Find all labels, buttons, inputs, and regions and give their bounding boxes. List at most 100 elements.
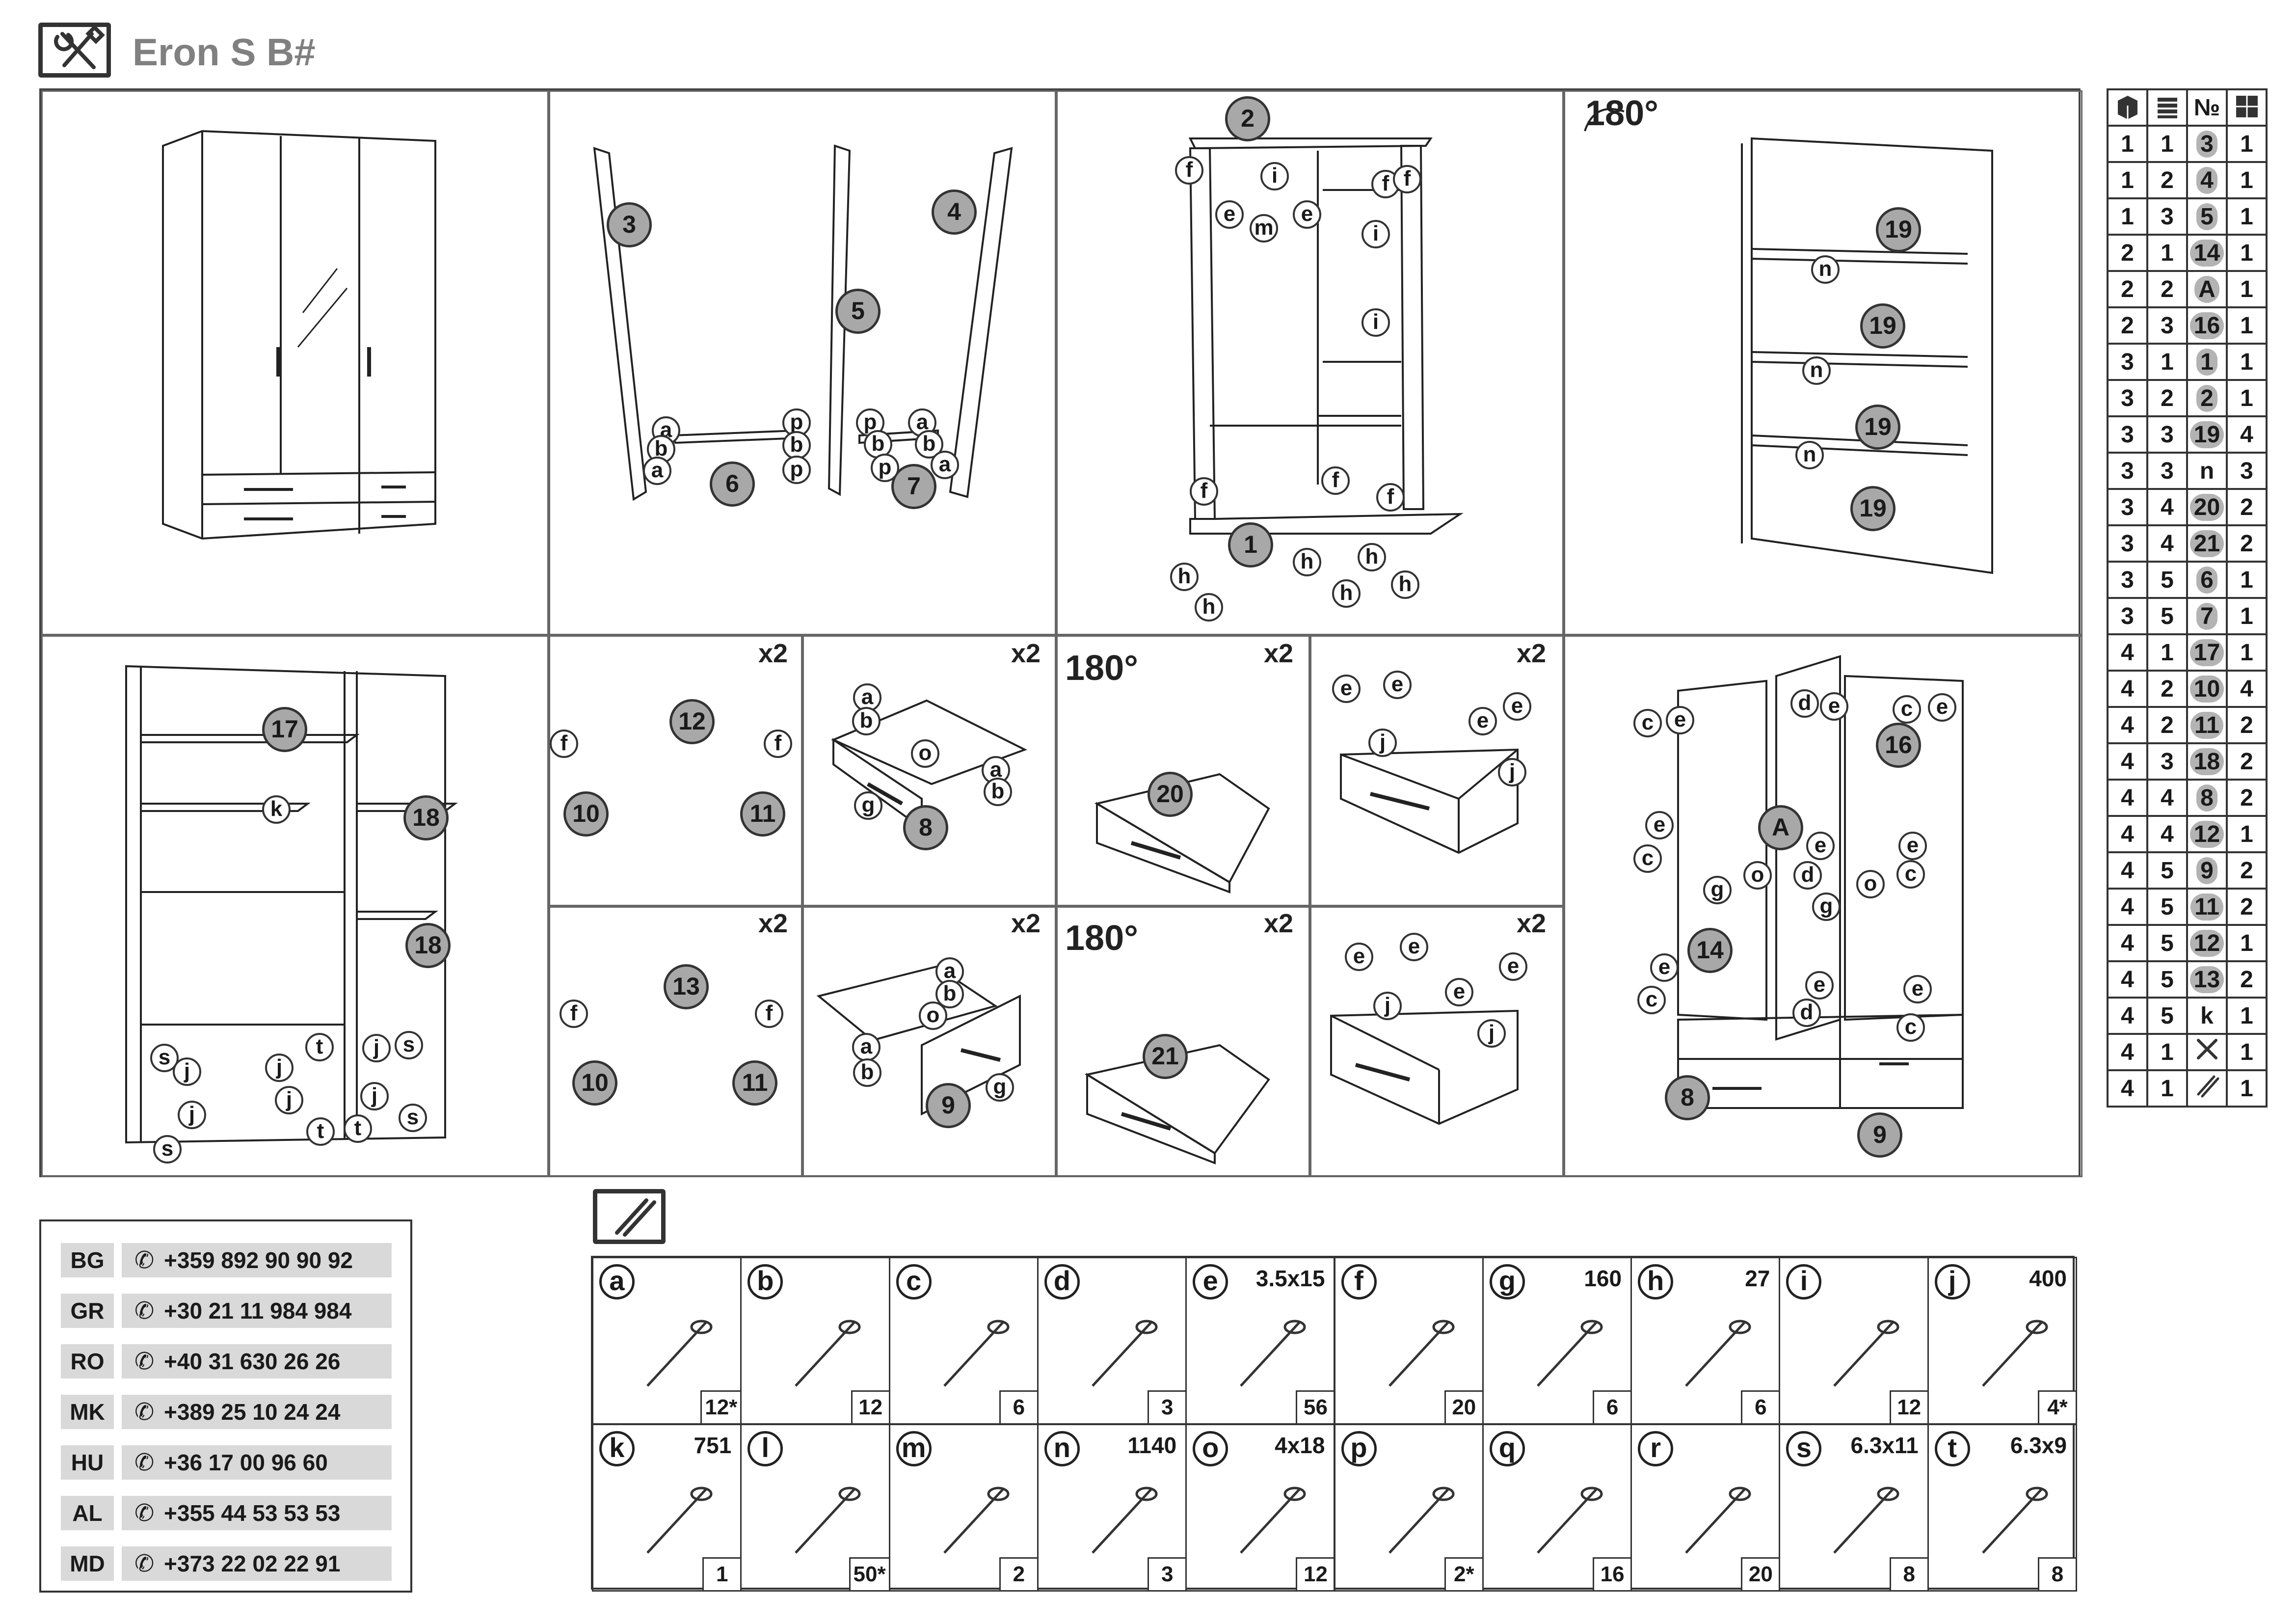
table-cell-text: A <box>2194 275 2219 303</box>
fitting-label: i <box>1260 162 1289 190</box>
fitting-label: e <box>1806 832 1835 860</box>
hardware-letter: j <box>1934 1264 1970 1299</box>
hardware-letter: i <box>1786 1264 1822 1299</box>
hardware-quantity: 16 <box>1593 1557 1632 1592</box>
hardware-size: 6.3x9 <box>2010 1433 2067 1458</box>
hardware-letter: o <box>1193 1431 1228 1466</box>
table-cell-text: 5 <box>2196 203 2217 230</box>
table-cell: 5 <box>2146 924 2188 962</box>
table-cell-text: 4 <box>2121 966 2134 993</box>
table-cell: 3 <box>2146 742 2188 781</box>
table-cell: 2 <box>2226 851 2268 890</box>
table-cell-text: 4 <box>2161 785 2174 811</box>
phone-number[interactable]: ✆+36 17 00 96 60 <box>122 1445 392 1480</box>
fitting-label: h <box>1170 563 1199 591</box>
phone-icon: ✆ <box>134 1349 155 1375</box>
fitting-label: j <box>173 1057 201 1086</box>
table-cell-text: 2 <box>2240 857 2253 884</box>
table-cell: 2 <box>2226 960 2268 999</box>
country-code: HU <box>61 1445 114 1480</box>
phone-icon: ✆ <box>134 1500 155 1526</box>
hardware-letter: s <box>1786 1431 1822 1466</box>
step-11-rail-assembly <box>549 906 802 1177</box>
table-cell-text: 21 <box>2189 530 2224 557</box>
phone-number[interactable]: ✆+30 21 11 984 984 <box>122 1294 392 1328</box>
hardware-size: 27 <box>1745 1266 1770 1291</box>
part-label: 13 <box>664 964 709 1009</box>
fitting-label: s <box>399 1104 427 1132</box>
fitting-label: d <box>1792 999 1821 1027</box>
phone-number-text: +359 892 90 90 92 <box>164 1247 353 1273</box>
country-code: MK <box>61 1395 114 1429</box>
fitting-label: j <box>1477 1019 1506 1048</box>
fitting-label: e <box>1215 200 1244 229</box>
screw-icon <box>1815 1469 1913 1568</box>
stack-icon <box>2146 88 2188 127</box>
fitting-label: d <box>1790 689 1819 718</box>
table-cell-text: 5 <box>2161 603 2174 629</box>
table-cell-text: 2 <box>2161 385 2174 411</box>
table-cell-text: 18 <box>2189 748 2224 775</box>
hardware-letter: l <box>748 1431 783 1466</box>
part-label: 19 <box>1860 303 1905 349</box>
nail-icon <box>776 1469 874 1568</box>
fitting-label: b <box>853 1058 881 1087</box>
table-cell-text: 1 <box>2240 639 2253 666</box>
fitting-label: h <box>1391 570 1419 599</box>
shelf-pin-icon <box>1815 1302 1913 1401</box>
part-label: A <box>1758 805 1803 850</box>
multiplier: x2 <box>1011 639 1041 668</box>
fitting-label: s <box>153 1135 182 1164</box>
table-cell-text: 1 <box>2121 203 2134 230</box>
table-cell: 2 <box>2146 379 2188 417</box>
table-cell: 3 <box>2146 197 2188 236</box>
table-cell: 4 <box>2107 1069 2148 1108</box>
part-label: 8 <box>903 805 948 850</box>
part-label: 11 <box>732 1060 777 1106</box>
table-cell: 1 <box>2226 1033 2268 1071</box>
part-label: 1 <box>1228 522 1273 568</box>
fitting-label: c <box>1893 695 1921 724</box>
hardware-size: 1140 <box>1127 1433 1177 1458</box>
fitting-label: s <box>395 1031 423 1059</box>
table-cell: 1 <box>2146 343 2188 381</box>
table-cell-text: 4 <box>2121 821 2134 847</box>
table-cell-text: 1 <box>2240 349 2253 375</box>
table-cell-text: 1 <box>2240 821 2253 847</box>
table-cell: 2 <box>2226 524 2268 563</box>
tools-icon <box>38 23 111 78</box>
hardware-quantity: 6 <box>999 1390 1039 1425</box>
phone-number[interactable]: ✆+373 22 02 22 91 <box>122 1546 392 1581</box>
fitting-label: f <box>764 730 792 758</box>
hardware-quantity: 8 <box>1889 1557 1929 1592</box>
part-number: n <box>2186 452 2228 490</box>
table-cell-text: 4 <box>2121 712 2134 738</box>
part-number: 3 <box>2186 125 2228 163</box>
table-cell: 4 <box>2107 779 2148 817</box>
hardware-quantity: 56 <box>1296 1390 1335 1425</box>
table-cell: 2 <box>2107 306 2148 345</box>
fitting-label: e <box>1805 971 1834 1000</box>
table-cell-text: 2 <box>2240 893 2253 920</box>
table-cell-text: 11 <box>2190 893 2223 920</box>
table-cell-text: 4 <box>2121 785 2134 811</box>
phone-number[interactable]: ✆+355 44 53 53 53 <box>122 1496 392 1530</box>
table-cell-text: k <box>2200 1002 2214 1029</box>
phone-number[interactable]: ✆+389 25 10 24 24 <box>122 1395 392 1429</box>
phone-number[interactable]: ✆+359 892 90 90 92 <box>122 1243 392 1277</box>
part-number: 13 <box>2186 960 2228 999</box>
table-cell: 5 <box>2146 997 2188 1035</box>
phone-number[interactable]: ✆+40 31 630 26 26 <box>122 1344 392 1379</box>
hardware-size: 400 <box>2029 1266 2067 1291</box>
table-cell-text: 12 <box>2189 820 2224 848</box>
table-cell: 4 <box>2146 815 2188 853</box>
fitting-label: h <box>1293 548 1321 576</box>
